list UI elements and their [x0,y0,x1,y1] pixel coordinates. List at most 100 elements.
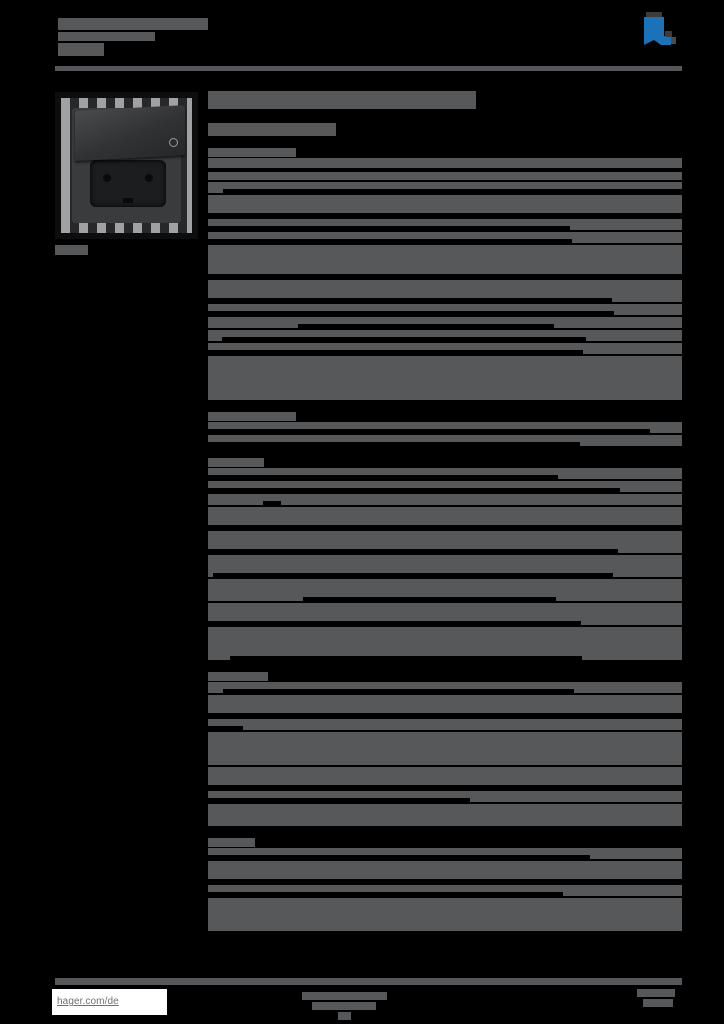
table-row [208,435,682,446]
row-value-cell [208,442,580,446]
footer-right-block [637,989,675,1009]
spec-section-heading [208,672,268,681]
footer-divider [55,978,682,985]
page-subtitle [208,123,336,136]
table-row [208,804,682,826]
product-image-caption [55,245,198,255]
footer-center-2 [312,1002,376,1010]
page-footer [0,978,724,1024]
row-value-cell [208,855,590,859]
table-row [208,195,682,217]
socket-earth-contact [123,198,133,203]
row-value-cell [208,429,650,433]
table-row [208,422,682,433]
spec-section-heading [208,148,296,157]
table-row [208,861,682,883]
brand-line-1 [58,18,208,30]
row-value-cell [208,621,581,625]
header-divider [55,66,682,71]
row-value-cell [223,189,682,193]
socket-pin-right [145,174,153,182]
specification-table [208,148,682,943]
table-row [208,898,682,931]
row-value-cell [208,879,682,883]
row-value-cell [208,311,614,315]
table-row [208,507,682,529]
lid-latch-icon [169,138,178,147]
left-column [55,92,198,255]
caption-text [55,245,88,255]
main-content [208,86,682,943]
table-row [208,848,682,859]
footer-center-1 [302,992,387,1000]
footer-right-1 [637,989,675,997]
section-spacer [208,402,682,412]
table-row [208,732,682,765]
row-value-cell [208,726,243,730]
spec-section [208,838,682,943]
row-value-cell [208,475,558,479]
section-spacer [208,448,682,458]
product-image [55,92,198,239]
row-value-cell [208,350,583,354]
footer-center-3 [338,1012,351,1020]
page-header [0,0,724,71]
spec-section [208,412,682,458]
footer-center-block [302,992,387,1022]
row-value-cell [208,785,682,789]
table-row [208,531,682,553]
table-row [208,695,682,717]
row-value-cell [208,713,682,717]
row-value-cell [208,892,563,896]
footer-url-link[interactable]: hager.com/de [52,989,167,1015]
row-value-cell [208,274,682,278]
spec-section [208,672,682,838]
brand-line-2 [58,32,155,41]
table-row [208,330,682,341]
footer-right-2 [643,999,673,1007]
table-row [208,343,682,354]
row-value-cell [213,573,613,577]
table-row [208,481,682,492]
row-value-cell [298,324,554,328]
section-spacer [208,828,682,838]
table-row [208,232,682,243]
row-value-cell [222,337,586,341]
table-row [208,791,682,802]
table-row [208,627,682,660]
row-value-cell [208,226,570,230]
table-row [208,158,682,180]
brand-title-block [58,18,208,58]
row-value-cell [263,501,281,505]
brand-line-3 [58,43,104,56]
spec-section [208,458,682,672]
spec-section-heading [208,458,264,467]
row-value-cell [208,239,572,243]
page-title [208,91,476,109]
table-row [208,885,682,896]
table-row [208,219,682,230]
row-value-cell [208,549,618,553]
row-value-cell [208,798,470,802]
spec-section-heading [208,838,255,847]
table-row [208,356,682,400]
table-row [208,245,682,278]
table-row [208,317,682,328]
table-row [208,494,682,505]
row-value-cell [208,525,682,529]
spec-section-heading [208,412,296,421]
row-value-cell [208,168,682,172]
socket-pin-left [103,174,111,182]
table-row [208,719,682,730]
table-row [208,603,682,625]
row-value-cell [230,656,582,660]
table-row [208,304,682,315]
row-value-cell [208,298,612,302]
row-value-cell [208,488,620,492]
table-row [208,555,682,577]
row-value-cell [208,213,682,217]
table-row [208,682,682,693]
section-spacer [208,933,682,943]
socket-hinged-lid [75,105,185,161]
table-row [208,182,682,193]
